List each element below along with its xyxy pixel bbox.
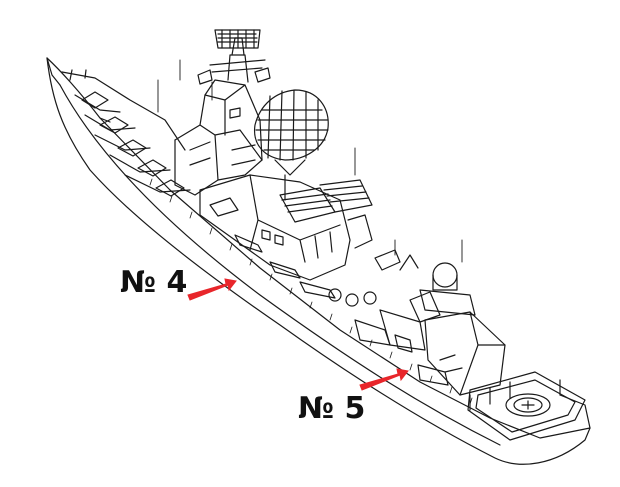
aft-superstructure [354,262,506,396]
forward-superstructure [174,79,263,196]
arrow-5 [359,368,409,391]
helipad [467,371,586,441]
side-details [234,234,419,307]
main-mast [197,29,271,85]
small-masts [157,59,463,263]
callout-label-5: № 5 [298,391,366,426]
hull-railing [149,178,473,405]
arrow-4 [187,278,237,301]
callout-label-4: № 4 [120,265,188,300]
callout-arrows [187,278,409,391]
bow-deck [61,69,191,197]
ship-hull [46,57,591,465]
lattice-radar [254,89,329,201]
mid-superstructure [199,174,373,281]
